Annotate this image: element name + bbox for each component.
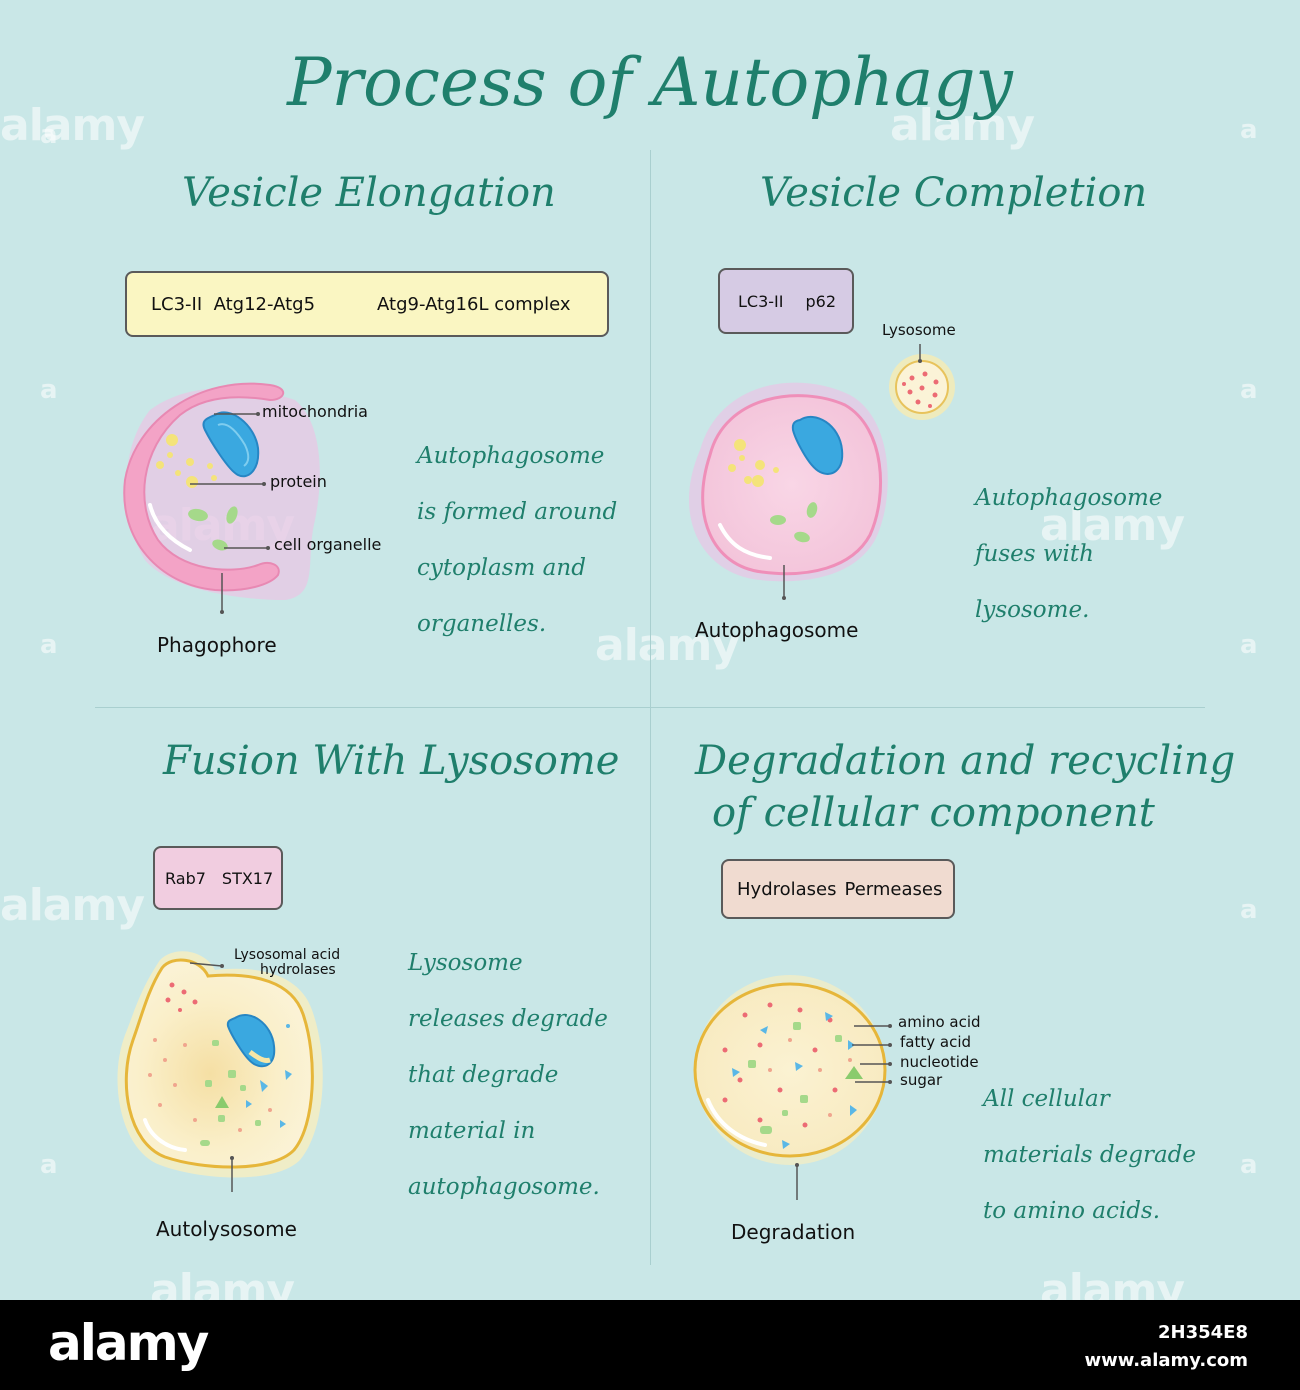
- description-line: releases degrade: [408, 1006, 608, 1032]
- description-line: Autophagosome: [975, 485, 1163, 511]
- pill-left: Rab7: [165, 868, 206, 888]
- watermark: alamy: [595, 620, 740, 671]
- description-line: that degrade: [408, 1062, 559, 1088]
- protein-tag-completion: LC3-II p62: [718, 268, 854, 334]
- description-line: autophagosome.: [408, 1174, 600, 1200]
- pill-left: Hydrolases: [737, 878, 837, 900]
- watermark-letter: a: [1240, 630, 1258, 660]
- label-degradation: Degradation: [731, 1220, 856, 1244]
- watermark-letter: a: [1240, 895, 1258, 925]
- section-title-degradation-2: of cellular component: [712, 790, 1155, 836]
- protein-tag-degradation: Hydrolases Permeases: [721, 859, 955, 919]
- degradation-diagram: [693, 975, 892, 1200]
- description-line: All cellular: [983, 1086, 1110, 1112]
- label-mitochondria: mitochondria: [262, 402, 368, 421]
- pill-right: STX17: [221, 868, 274, 888]
- pill-right: p62: [805, 291, 836, 311]
- image-id: 2H354E8: [1158, 1322, 1248, 1343]
- pill-left: LC3-II: [738, 291, 784, 311]
- alamy-logo: alamy: [48, 1314, 209, 1372]
- description-line: Lysosome: [408, 950, 523, 976]
- label-autolysosome: Autolysosome: [156, 1217, 297, 1241]
- description-elongation: Autophagosome is formed around cytoplasm…: [417, 428, 617, 652]
- description-line: is formed around: [417, 499, 618, 525]
- protein-tag-elongation: LC3-II Atg12-Atg5 Atg9-Atg16L complex: [125, 271, 609, 337]
- description-line: organelles.: [417, 611, 547, 637]
- description-line: materials degrade: [983, 1142, 1197, 1168]
- description-line: material in: [408, 1118, 536, 1144]
- watermark-letter: a: [1240, 1150, 1258, 1180]
- watermark-letter: a: [1240, 375, 1258, 405]
- watermark-letter: a: [1240, 115, 1258, 145]
- description-line: to amino acids.: [983, 1198, 1161, 1224]
- watermark: alamy: [890, 100, 1035, 151]
- site-url[interactable]: www.alamy.com: [1084, 1350, 1248, 1371]
- watermark-letter: a: [40, 630, 58, 660]
- label-hydrolases: hydrolases: [260, 962, 336, 978]
- description-completion: Autophagosome fuses with lysosome.: [975, 470, 1162, 638]
- autophagosome-diagram: [688, 344, 955, 600]
- label-sugar: sugar: [900, 1071, 943, 1089]
- phagophore-diagram: [123, 382, 320, 614]
- watermark: alamy: [0, 880, 145, 931]
- infographic: alamy alamy alamy alamy alamy alamy alam…: [0, 44, 1258, 1316]
- label-autophagosome: Autophagosome: [695, 618, 859, 642]
- description-line: lysosome.: [975, 597, 1090, 623]
- watermark-letter: a: [40, 1150, 58, 1180]
- cell-illustrations: [117, 344, 955, 1200]
- description-degradation: All cellular materials degrade to amino …: [983, 1071, 1196, 1239]
- section-title-degradation-1: Degradation and recycling: [695, 738, 1236, 784]
- label-fatty-acid: fatty acid: [900, 1033, 972, 1051]
- label-protein: protein: [270, 472, 327, 491]
- autolysosome-diagram: [117, 951, 323, 1192]
- label-lysosomal-acid: Lysosomal acid: [234, 947, 341, 963]
- horizontal-divider: [95, 707, 1205, 708]
- label-cell-organelle: cell organelle: [274, 535, 382, 554]
- pill-left: LC3-II Atg12-Atg5: [151, 293, 316, 315]
- label-amino-acid: amino acid: [898, 1013, 981, 1031]
- label-nucleotide: nucleotide: [900, 1053, 979, 1071]
- watermark: alamy: [0, 100, 145, 151]
- description-fusion: Lysosome releases degrade that degrade m…: [408, 935, 608, 1215]
- description-line: cytoplasm and: [417, 555, 586, 581]
- description-line: fuses with: [975, 541, 1094, 567]
- footer-bar: alamy 2H354E8 www.alamy.com: [0, 1300, 1300, 1390]
- pill-right: Permeases: [844, 878, 943, 900]
- section-title-fusion: Fusion With Lysosome: [163, 738, 620, 784]
- section-title-elongation: Vesicle Elongation: [182, 170, 556, 216]
- pill-right: Atg9-Atg16L complex: [377, 293, 571, 315]
- page-title: Process of Autophagy: [287, 44, 1013, 121]
- section-title-completion: Vesicle Completion: [760, 170, 1148, 216]
- watermark-letter: a: [40, 120, 58, 150]
- watermark-letter: a: [40, 375, 58, 405]
- watermark: alamy: [1040, 500, 1185, 551]
- label-lysosome: Lysosome: [882, 321, 956, 339]
- protein-tag-fusion: Rab7 STX17: [153, 846, 283, 910]
- label-phagophore: Phagophore: [157, 633, 277, 657]
- description-line: Autophagosome: [417, 443, 605, 469]
